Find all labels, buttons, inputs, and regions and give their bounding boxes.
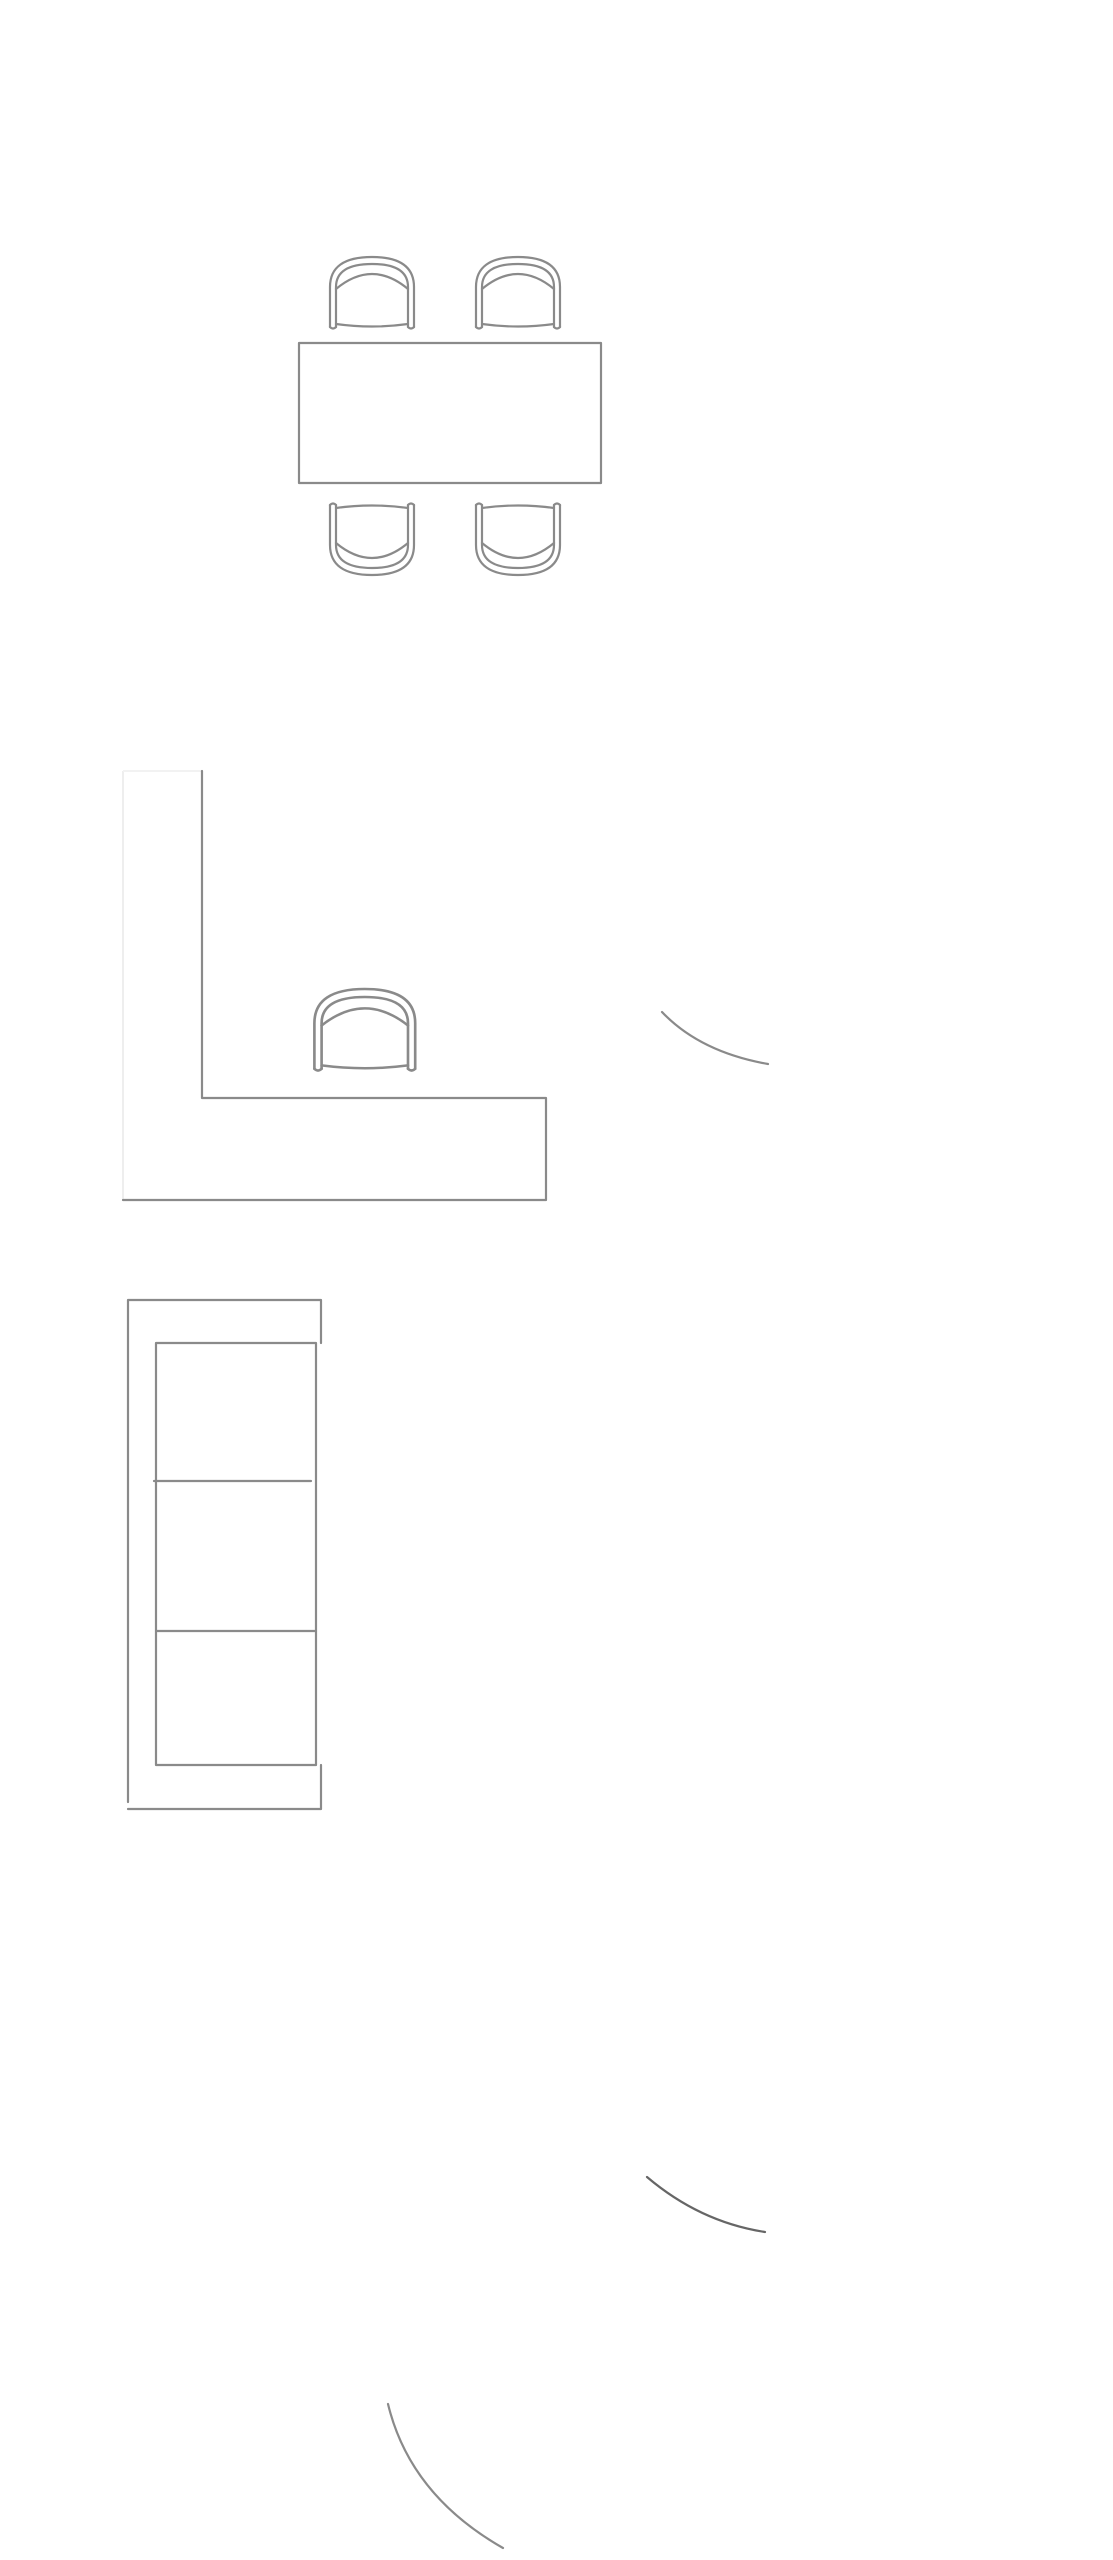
l-shaped-desk-area [121, 769, 770, 1202]
dining-table [297, 341, 603, 485]
chair-top-left [328, 255, 416, 330]
chair-bottom-left [328, 502, 416, 577]
sofa-bottom-arm [126, 1763, 323, 1811]
sofa [126, 1298, 323, 1811]
dining-set [297, 255, 603, 577]
door-swing-arc-1 [660, 1010, 770, 1066]
desk-chair [313, 987, 417, 1072]
sofa-seat [154, 1341, 318, 1767]
door-swing-arc-2 [645, 2175, 767, 2234]
chair-top-right [474, 255, 562, 330]
door-swing-arc-3 [386, 2402, 505, 2550]
sofa-outer-frame [126, 1298, 323, 1804]
l-shaped-desk [121, 769, 548, 1202]
chair-bottom-right [474, 502, 562, 577]
